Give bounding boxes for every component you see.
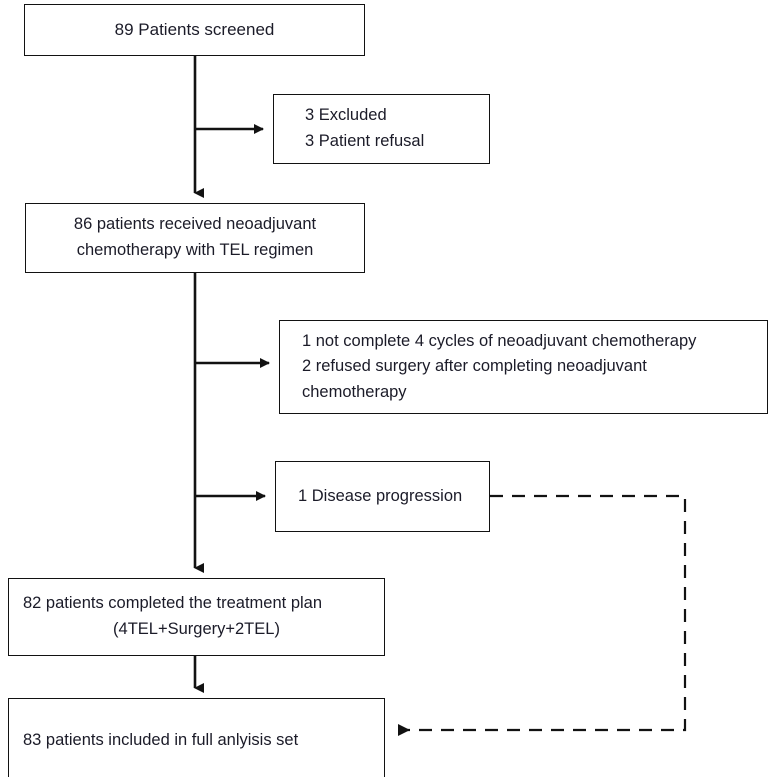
node-discontinued-reasons-line-2: 2 refused surgery after completing neoad… — [302, 357, 647, 376]
node-patients-screened-line-1: 89 Patients screened — [114, 19, 275, 39]
node-excluded-line-1: 3 Excluded — [305, 106, 387, 125]
node-full-analysis-set-line-1: 83 patients included in full anlyisis se… — [23, 731, 299, 750]
node-neoadjuvant-chemotherapy-line-2: chemotherapy with TEL regimen — [76, 241, 314, 259]
node-patients-screened: 89 Patients screened — [24, 4, 365, 56]
connector-progression-to-full-analysis — [398, 494, 687, 736]
node-full-analysis-set: 83 patients included in full anlyisis se… — [8, 698, 385, 777]
node-discontinued-reasons-line-3: chemotherapy — [302, 382, 407, 401]
node-excluded: 3 Excluded 3 Patient refusal — [273, 94, 490, 164]
node-completed-treatment-plan-line-1: 82 patients completed the treatment plan — [23, 594, 323, 613]
node-discontinued-reasons-line-1: 1 not complete 4 cycles of neoadjuvant c… — [302, 331, 697, 350]
node-completed-treatment-plan-line-2: (4TEL+Surgery+2TEL) — [113, 620, 280, 638]
node-neoadjuvant-chemotherapy-line-1: 86 patients received neoadjuvant — [73, 215, 317, 234]
node-neoadjuvant-chemotherapy: 86 patients received neoadjuvant chemoth… — [25, 203, 365, 273]
node-completed-treatment-plan: 82 patients completed the treatment plan… — [8, 578, 385, 656]
node-excluded-line-2: 3 Patient refusal — [305, 132, 425, 150]
node-disease-progression: 1 Disease progression — [275, 461, 490, 532]
node-disease-progression-line-1: 1 Disease progression — [298, 486, 463, 505]
node-discontinued-reasons: 1 not complete 4 cycles of neoadjuvant c… — [279, 320, 768, 414]
